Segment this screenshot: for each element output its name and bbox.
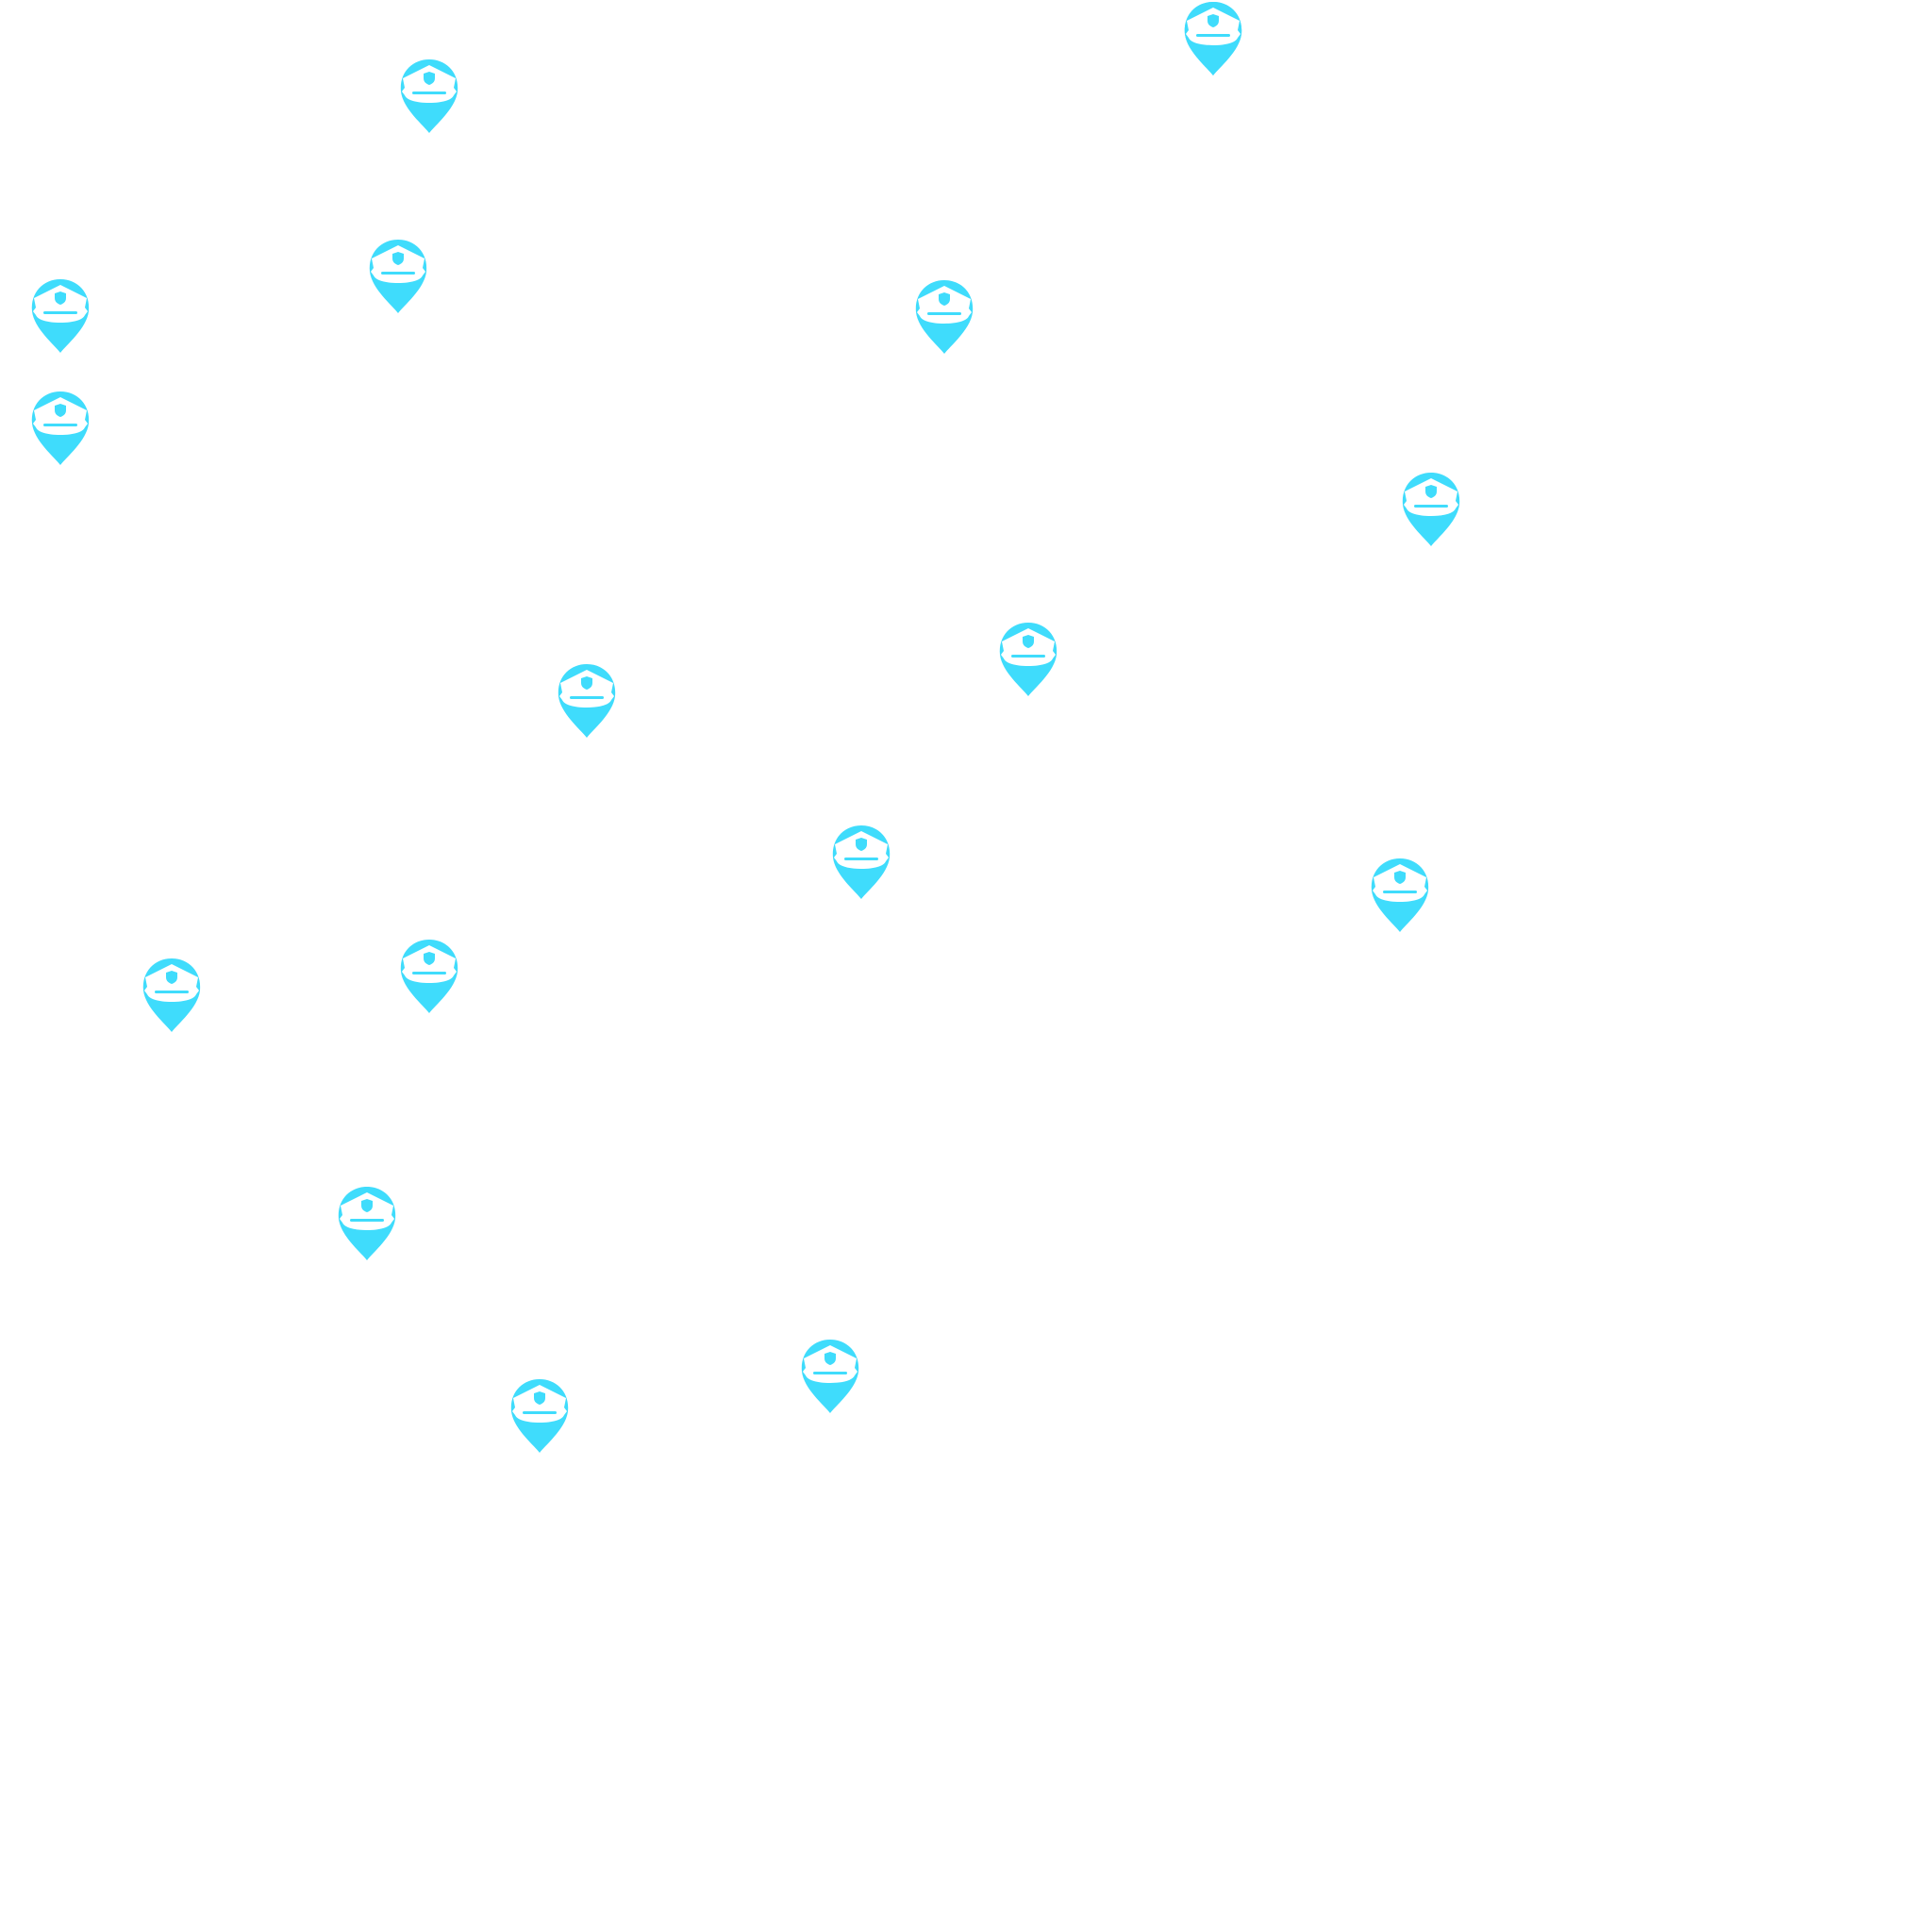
map-marker-shape	[338, 1187, 396, 1260]
map-marker-shape	[915, 280, 974, 354]
police-station-marker[interactable]	[140, 955, 204, 1034]
police-station-marker[interactable]	[829, 822, 893, 901]
police-station-marker[interactable]	[335, 1183, 399, 1262]
police-cap-icon	[144, 964, 199, 1002]
police-cap-icon	[1001, 628, 1056, 666]
police-station-marker[interactable]	[1399, 469, 1463, 548]
police-station-marker[interactable]	[508, 1375, 572, 1455]
police-cap-icon	[1373, 864, 1427, 902]
map-marker-shape	[369, 240, 427, 313]
police-station-marker[interactable]	[397, 936, 461, 1015]
map-marker-shape	[1184, 2, 1242, 75]
police-cap-icon	[371, 245, 425, 283]
police-station-marker[interactable]	[555, 660, 619, 740]
police-station-marker[interactable]	[366, 236, 430, 315]
police-station-marker[interactable]	[28, 275, 92, 355]
police-cap-icon	[917, 286, 972, 324]
police-cap-icon	[33, 285, 88, 323]
police-cap-icon	[1186, 8, 1241, 45]
police-station-marker[interactable]	[28, 388, 92, 467]
map-marker-shape	[832, 825, 891, 899]
police-station-marker[interactable]	[996, 619, 1060, 698]
police-cap-icon	[340, 1192, 394, 1230]
police-cap-icon	[803, 1345, 858, 1383]
map-marker-shape	[1402, 473, 1460, 546]
map-marker-shape	[558, 664, 616, 738]
map-marker-shape	[801, 1340, 859, 1413]
police-cap-icon	[1404, 478, 1458, 516]
map-marker-shape	[400, 940, 458, 1013]
police-cap-icon	[512, 1385, 567, 1423]
police-cap-icon	[402, 945, 457, 983]
police-cap-icon	[33, 397, 88, 435]
police-cap-icon	[834, 831, 889, 869]
police-station-marker[interactable]	[1368, 855, 1432, 934]
map-marker-shape	[142, 958, 201, 1032]
map-marker-shape	[510, 1379, 569, 1453]
police-cap-icon	[402, 65, 457, 103]
map-marker-shape	[400, 59, 458, 133]
map-marker-shape	[999, 623, 1058, 696]
police-station-marker[interactable]	[1181, 0, 1245, 77]
police-station-marker[interactable]	[912, 276, 976, 356]
map-marker-shape	[31, 279, 90, 353]
police-station-marker[interactable]	[798, 1336, 862, 1415]
police-station-marker[interactable]	[397, 56, 461, 135]
map-marker-shape	[1371, 858, 1429, 932]
police-cap-icon	[559, 670, 614, 708]
map-marker-shape	[31, 391, 90, 465]
